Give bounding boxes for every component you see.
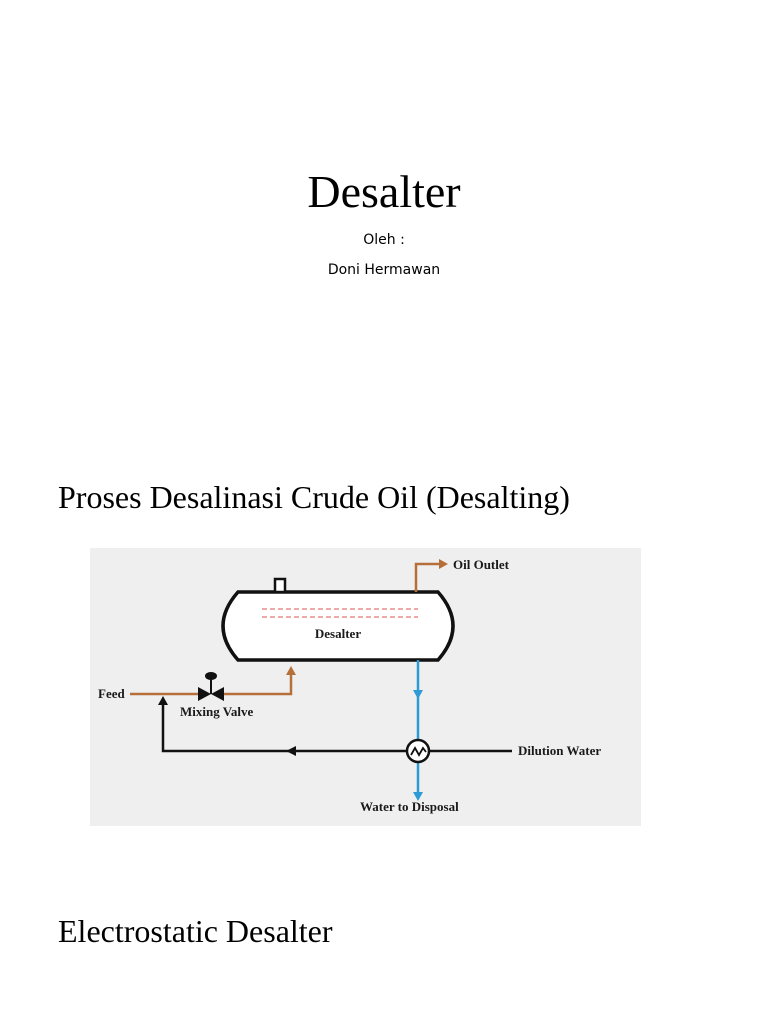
vessel-label: Desalter — [315, 626, 361, 641]
document-title: Desalter — [307, 166, 461, 217]
mixing-valve-label: Mixing Valve — [180, 704, 254, 719]
heat-exchanger-coil — [410, 746, 427, 757]
desalter-process-diagram: Desalter Oil Outlet Feed Mixing Valve Wa… — [90, 548, 641, 826]
recycle-line — [161, 703, 408, 753]
recycle-up-arrow — [158, 696, 168, 705]
feed-label: Feed — [98, 686, 125, 701]
water-disposal-label: Water to Disposal — [360, 799, 459, 814]
vessel-top-nozzle — [273, 577, 287, 594]
recycle-arrow — [286, 746, 296, 756]
oil-outlet-label: Oil Outlet — [453, 557, 510, 572]
author-name: Doni Hermawan — [327, 262, 441, 278]
diagram-canvas: Desalter Oil Outlet Feed Mixing Valve Wa… — [98, 557, 601, 814]
water-down-arrow-1 — [413, 690, 423, 699]
section-heading-electrostatic-desalter: Electrostatic Desalter — [58, 913, 333, 949]
mixing-valve-icon — [198, 687, 211, 701]
vessel-inlet-arrow — [286, 666, 296, 675]
valve-to-vessel-line — [224, 673, 293, 696]
author-prefix: Oleh : — [363, 232, 405, 248]
oil-outlet-arrow — [439, 559, 448, 569]
section-heading-desalting-process: Proses Desalinasi Crude Oil (Desalting) — [58, 479, 570, 515]
water-down-arrow-2 — [413, 792, 423, 801]
dilution-water-label: Dilution Water — [518, 743, 601, 758]
oil-outlet-line — [414, 562, 442, 592]
valve-handwheel — [205, 672, 217, 680]
mixing-valve-icon-right — [211, 687, 224, 701]
heat-exchanger-icon — [405, 738, 431, 764]
